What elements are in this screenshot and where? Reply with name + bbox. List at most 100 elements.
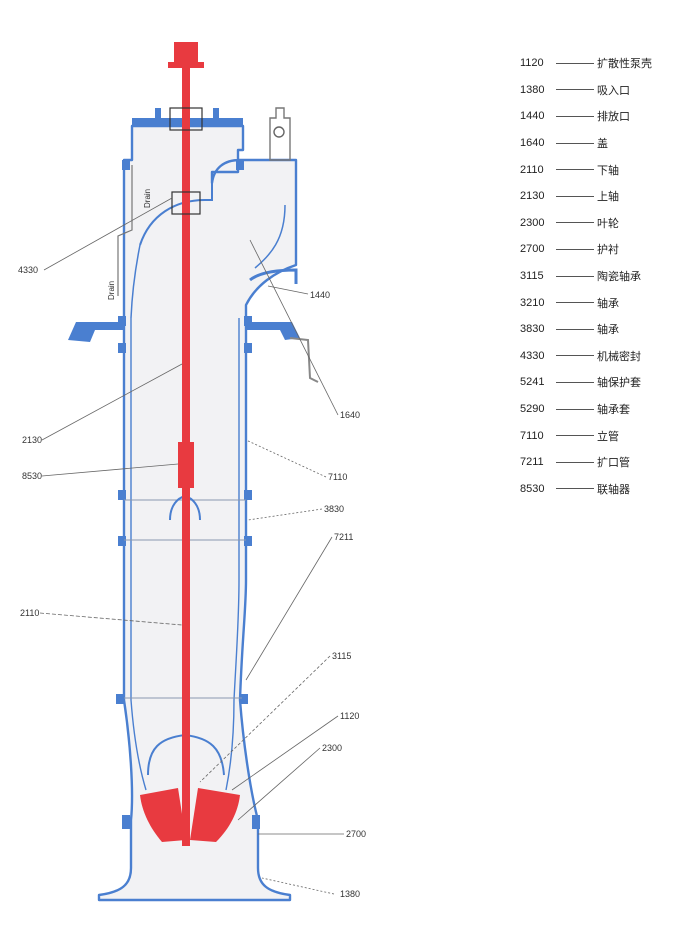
motor-stool-left: [155, 108, 161, 120]
discharge-elbow-curve: [254, 204, 286, 269]
callout-4330: 4330: [18, 265, 38, 275]
callout-8530: 8530: [22, 471, 42, 481]
legend-part-code: 1640: [520, 137, 545, 150]
callout-1380: 1380: [340, 889, 360, 899]
legend-part-name: 盖: [597, 137, 608, 151]
drain-label-upper: Drain: [143, 189, 152, 208]
legend-leader-line: [556, 302, 594, 304]
legend-part-code: 7110: [520, 429, 544, 442]
callout-1640: 1640: [340, 410, 360, 420]
legend-part-code: 3830: [520, 323, 545, 336]
legend-part-name: 排放口: [597, 110, 630, 124]
legend-row: 2130 上轴: [520, 183, 670, 210]
legend-row: 8530 联轴器: [520, 476, 670, 503]
mechanical-seal: [171, 191, 201, 215]
mounting-flange: [68, 322, 124, 342]
parts-legend: 1120 扩散性泵壳 1380 吸入口 1440 排放口 1640 盖 2110 下轴 2130 上轴…: [520, 50, 670, 502]
column-inner-wall-left: [130, 318, 147, 791]
legend-part-name: 轴保护套: [597, 376, 641, 390]
legend-leader-line: [556, 222, 594, 224]
legend-row: 2110 下轴: [520, 156, 670, 183]
callout-7110: 7110: [328, 472, 347, 482]
callout-7211: 7211: [334, 532, 353, 542]
legend-part-code: 1120: [520, 57, 544, 70]
legend-leader-line: [556, 461, 594, 463]
legend-part-code: 1380: [520, 83, 545, 96]
legend-row: 1380 吸入口: [520, 77, 670, 104]
legend-leader-line: [556, 355, 594, 357]
pump-casing-body: [97, 124, 298, 902]
legend-leader-line: [556, 435, 594, 437]
callout-2300: 2300: [322, 743, 342, 753]
legend-part-code: 2130: [520, 190, 545, 203]
legend-part-name: 下轴: [597, 163, 619, 177]
legend-part-name: 陶瓷轴承: [597, 270, 641, 284]
legend-leader-line: [556, 381, 594, 383]
coupling: [178, 442, 194, 488]
legend-leader-line: [556, 248, 594, 250]
legend-part-name: 护衬: [597, 243, 619, 257]
drain-pipe: [117, 165, 133, 296]
legend-leader-line: [556, 488, 594, 490]
legend-leader-line: [556, 142, 594, 144]
callout-3830: 3830: [324, 504, 344, 514]
column-inner-wall-right: [225, 318, 240, 791]
legend-part-name: 扩散性泵壳: [597, 57, 652, 71]
legend-row: 1440 排放口: [520, 103, 670, 130]
legend-part-name: 叶轮: [597, 216, 619, 230]
legend-row: 1120 扩散性泵壳: [520, 50, 670, 77]
legend-part-name: 轴承套: [597, 403, 630, 417]
motor-coupling-flange: [168, 62, 204, 68]
legend-part-name: 扩口管: [597, 456, 630, 470]
callout-2110: 2110: [20, 608, 39, 618]
legend-part-name: 机械密封: [597, 349, 641, 363]
legend-row: 7211 扩口管: [520, 449, 670, 476]
legend-row: 3830 轴承: [520, 316, 670, 343]
legend-leader-line: [556, 89, 594, 91]
legend-leader-line: [556, 328, 594, 330]
mounting-support-bracket: [289, 337, 319, 383]
legend-part-name: 轴承: [597, 296, 619, 310]
motor-stool-right: [213, 108, 219, 120]
impeller-left-blade: [140, 788, 186, 842]
legend-part-code: 8530: [520, 482, 545, 495]
legend-part-code: 3210: [520, 296, 545, 309]
discharge-pipe-left-wall: [130, 244, 141, 319]
callout-1440: 1440: [310, 290, 330, 300]
legend-part-code: 5241: [520, 376, 545, 389]
legend-part-code: 2110: [520, 163, 544, 176]
legend-row: 3115 陶瓷轴承: [520, 263, 670, 290]
drain-label-lower: Drain: [107, 281, 116, 300]
legend-part-code: 7211: [520, 456, 544, 469]
discharge-nozzle: [249, 268, 298, 284]
legend-part-code: 3115: [520, 270, 544, 283]
legend-part-name: 上轴: [597, 190, 619, 204]
legend-part-name: 联轴器: [597, 482, 630, 496]
legend-part-name: 吸入口: [597, 83, 630, 97]
legend-row: 5241 轴保护套: [520, 369, 670, 396]
legend-leader-line: [556, 275, 594, 277]
legend-row: 3210 轴承: [520, 289, 670, 316]
legend-part-name: 立管: [597, 429, 619, 443]
callout-3115: 3115: [332, 651, 351, 661]
legend-part-name: 轴承: [597, 323, 619, 337]
legend-leader-line: [556, 169, 594, 171]
legend-leader-line: [556, 408, 594, 410]
callout-2700: 2700: [346, 829, 366, 839]
legend-row: 1640 盖: [520, 130, 670, 157]
vent-valve-ball: [273, 126, 285, 138]
callout-1120: 1120: [340, 711, 359, 721]
mounting-flange-right: [246, 322, 300, 340]
vent-valve: [269, 107, 291, 161]
legend-leader-line: [556, 62, 594, 64]
legend-leader-line: [556, 195, 594, 197]
legend-row: 7110 立管: [520, 422, 670, 449]
column-flange-bolts: [116, 160, 260, 829]
callout-leaders: [39, 197, 344, 895]
legend-part-code: 1440: [520, 110, 545, 123]
